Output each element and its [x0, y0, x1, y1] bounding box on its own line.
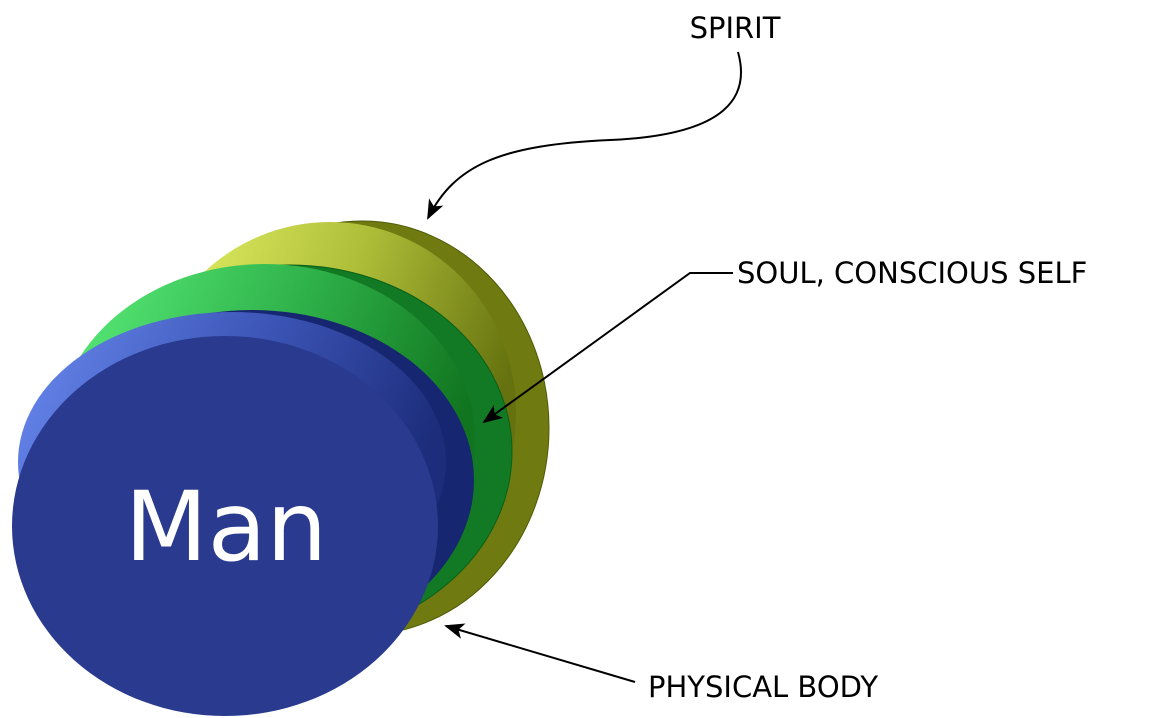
spirit-arrow — [428, 52, 741, 218]
body-annotation: PHYSICAL BODY — [446, 626, 878, 704]
spirit-annotation: SPIRIT — [428, 11, 781, 218]
spirit-label: SPIRIT — [690, 11, 781, 45]
center-label: Man — [125, 471, 328, 583]
soul-annotation: SOUL, CONSCIOUS SELF — [484, 256, 1087, 422]
soul-label: SOUL, CONSCIOUS SELF — [737, 256, 1087, 290]
body-arrow — [446, 626, 635, 682]
body-label: PHYSICAL BODY — [648, 670, 878, 704]
